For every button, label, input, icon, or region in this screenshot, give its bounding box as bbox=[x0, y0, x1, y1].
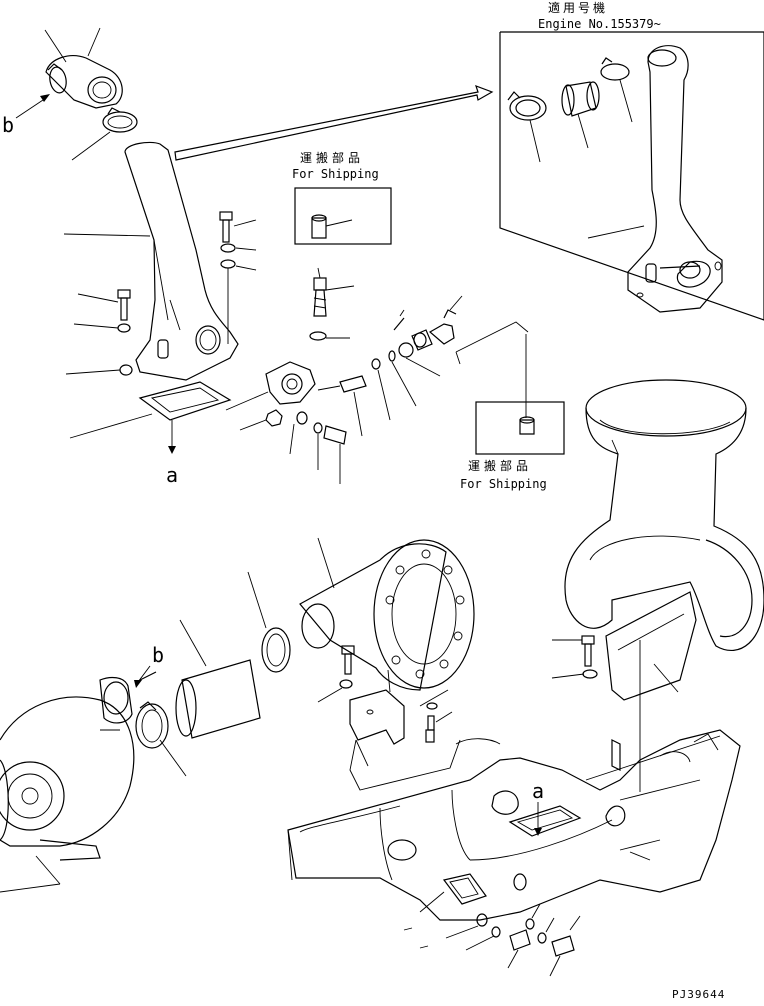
elbow-fitting-small bbox=[428, 295, 463, 345]
callout-a-top: a bbox=[166, 463, 178, 487]
valve-washer-2 bbox=[313, 422, 323, 470]
engine-variant-inset: 適用号機 Engine No.155379~ bbox=[499, 0, 764, 321]
inset-applicability-label: 適用号機 bbox=[548, 0, 608, 15]
svg-text:b: b bbox=[152, 643, 164, 667]
shipping-top-jp: 運搬部品 bbox=[300, 150, 364, 165]
drain-cock bbox=[313, 267, 355, 317]
inset-elbow-pipe bbox=[627, 45, 723, 313]
drain-washer bbox=[309, 331, 350, 341]
elbow-bracket bbox=[349, 669, 405, 767]
manifold-bolt-1 bbox=[507, 929, 531, 969]
hose-clamp-top bbox=[71, 107, 138, 161]
flanged-elbow bbox=[299, 537, 475, 691]
elbow-bracket-bolt bbox=[317, 645, 355, 703]
svg-text:b: b bbox=[2, 113, 14, 137]
muffler-washer bbox=[551, 669, 598, 679]
lock-washer-left bbox=[73, 323, 131, 333]
washer-right bbox=[220, 259, 257, 344]
manifold-washer-4 bbox=[537, 917, 555, 944]
elbow-bracket-bolt-2 bbox=[419, 689, 453, 743]
muffler-bolt bbox=[552, 635, 595, 667]
turbocharger bbox=[0, 671, 157, 893]
callout-b-mid: b bbox=[134, 643, 164, 688]
inset-hose-clamp-right bbox=[600, 57, 630, 81]
inset-hose-clamp-left bbox=[507, 91, 547, 121]
muffler bbox=[564, 379, 764, 652]
washer-small bbox=[371, 358, 391, 421]
inset-reference-arrow bbox=[174, 84, 494, 161]
svg-text:a: a bbox=[532, 779, 544, 803]
manifold-bolt-2 bbox=[549, 915, 581, 977]
elbow-hose-top bbox=[44, 27, 123, 109]
exhaust-pipe-vertical bbox=[63, 141, 239, 381]
straight-hose bbox=[175, 619, 261, 739]
lock-washer-right bbox=[220, 243, 257, 253]
shipping-box-mid: 運搬部品 For Shipping bbox=[460, 401, 565, 491]
gasket-lower bbox=[419, 873, 487, 913]
exhaust-manifold bbox=[287, 729, 741, 921]
manifold-washer-2 bbox=[465, 926, 501, 951]
hose-clamp-lower bbox=[135, 701, 187, 777]
inset-engine-number: Engine No.155379~ bbox=[538, 17, 661, 31]
gasket-top: a bbox=[69, 381, 232, 487]
muffler-bracket bbox=[605, 591, 697, 792]
shipping-top-en: For Shipping bbox=[292, 167, 379, 181]
manifold-washer-3 bbox=[525, 903, 541, 930]
bolt-right bbox=[219, 211, 257, 243]
valve-nut bbox=[239, 409, 283, 431]
callout-a-right: a bbox=[532, 779, 544, 836]
connector-small bbox=[411, 329, 433, 351]
shipping-box-top: 運搬部品 For Shipping bbox=[292, 150, 392, 245]
pin-small bbox=[393, 309, 405, 331]
valve-fitting bbox=[317, 375, 367, 437]
valve-bolt-lower bbox=[323, 425, 347, 484]
hose-clamp-mid bbox=[247, 571, 291, 673]
callout-b-top: b bbox=[2, 94, 50, 137]
o-ring-small bbox=[398, 342, 441, 377]
bolt-left bbox=[77, 289, 131, 321]
drain-valve-assembly bbox=[225, 361, 316, 411]
manifold-washer-1 bbox=[445, 913, 488, 939]
nut-left bbox=[65, 364, 133, 376]
inset-hose bbox=[561, 81, 600, 117]
valve-washer bbox=[289, 411, 308, 455]
shipping-mid-en: For Shipping bbox=[460, 477, 547, 491]
seal-small bbox=[388, 350, 417, 407]
figure-code: PJ39644 bbox=[672, 988, 725, 1001]
shipping-mid-jp: 運搬部品 bbox=[468, 458, 532, 473]
